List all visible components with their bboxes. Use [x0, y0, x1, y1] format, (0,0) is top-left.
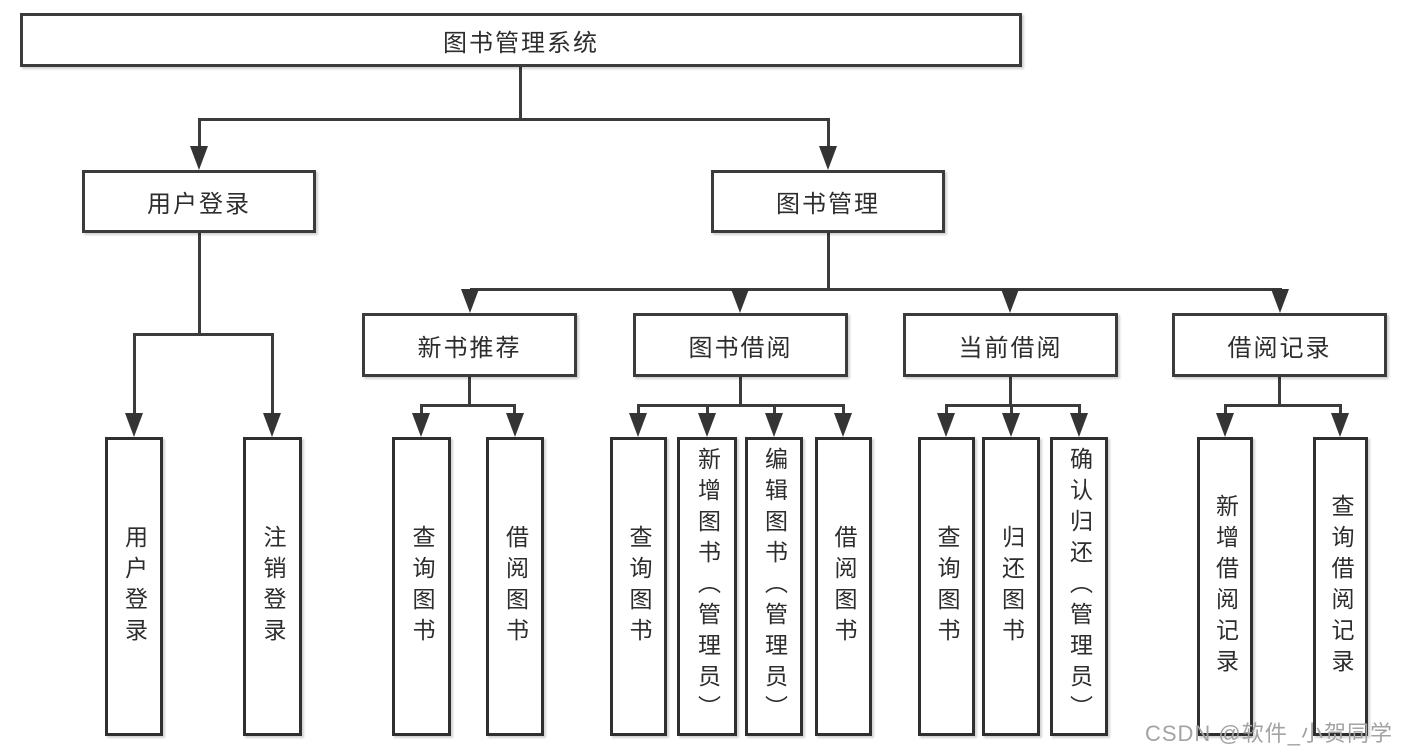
leaf-label: 确认归还（管理员） [1066, 447, 1093, 726]
node-label: 借阅记录 [1227, 334, 1332, 362]
connector-line [827, 118, 830, 149]
connector-line [1224, 404, 1227, 415]
node-book-borrow: 图书借阅 [633, 313, 848, 377]
leaf-borrow-books: 借阅图书 [815, 437, 872, 736]
connector-line [198, 118, 201, 149]
leaf-label: 借阅图书 [502, 524, 529, 649]
leaf-label: 借阅图书 [831, 524, 857, 649]
connector-line [842, 404, 845, 415]
csdn-watermark: CSDN @软件_小贺同学 [1144, 721, 1393, 746]
leaf-add-borrow-record: 新增借阅记录 [1197, 437, 1253, 736]
arrowhead-down-icon [461, 289, 479, 313]
connector-line [706, 404, 709, 415]
connector-line [827, 233, 830, 290]
node-label: 用户登录 [147, 191, 251, 218]
leaf-logout: 注销登录 [243, 437, 302, 736]
connector-line [1278, 377, 1281, 406]
leaf-label: 查询借阅记录 [1328, 493, 1354, 680]
leaf-query-books-current: 查询图书 [918, 437, 975, 736]
connector-line [637, 404, 640, 415]
connector-line [420, 404, 423, 415]
connector-line [1078, 404, 1081, 415]
node-current-borrow: 当前借阅 [903, 313, 1118, 377]
node-label: 图书管理 [776, 191, 880, 218]
connector-line [945, 404, 1081, 407]
connector-line [198, 233, 201, 335]
leaf-query-books-recommend: 查询图书 [392, 437, 451, 736]
node-label: 图书借阅 [688, 334, 793, 362]
connector-line [513, 404, 516, 415]
node-borrow-record: 借阅记录 [1172, 313, 1387, 377]
connector-line [470, 288, 1282, 291]
connector-line [637, 404, 845, 407]
arrowhead-down-icon [698, 413, 716, 437]
arrowhead-down-icon [1331, 413, 1349, 437]
arrowhead-down-icon [1001, 289, 1019, 313]
connector-line [1009, 377, 1012, 406]
connector-line [271, 333, 274, 415]
leaf-user-login: 用户登录 [105, 437, 163, 736]
leaf-query-books-borrow: 查询图书 [610, 437, 667, 736]
arrowhead-down-icon [263, 413, 281, 437]
connector-line [468, 377, 471, 406]
connector-line [133, 333, 136, 415]
leaf-add-books-admin: 新增图书（管理员） [677, 437, 737, 736]
leaf-borrow-books-recommend: 借阅图书 [486, 437, 544, 736]
leaf-label: 查询图书 [626, 524, 652, 649]
leaf-label: 编辑图书（管理员） [761, 447, 788, 726]
node-library-management-system: 图书管理系统 [20, 13, 1022, 67]
connector-line [1010, 404, 1013, 415]
arrowhead-down-icon [834, 413, 852, 437]
connector-line [420, 404, 516, 407]
connector-line [945, 404, 948, 415]
arrowhead-down-icon [1271, 289, 1289, 313]
leaf-label: 查询图书 [934, 524, 960, 649]
node-label: 当前借阅 [958, 334, 1063, 362]
arrowhead-down-icon [125, 413, 143, 437]
leaf-edit-books-admin: 编辑图书（管理员） [745, 437, 803, 736]
node-label: 新书推荐 [417, 334, 522, 362]
arrowhead-down-icon [765, 413, 783, 437]
connector-line [519, 67, 522, 120]
arrowhead-down-icon [629, 413, 647, 437]
leaf-return-books: 归还图书 [982, 437, 1040, 736]
arrowhead-down-icon [412, 413, 430, 437]
connector-line [773, 404, 776, 415]
arrowhead-down-icon [937, 413, 955, 437]
node-book-management: 图书管理 [711, 170, 945, 233]
arrowhead-down-icon [190, 146, 208, 170]
connector-line [198, 118, 830, 121]
leaf-label: 新增借阅记录 [1212, 493, 1239, 680]
arrowhead-down-icon [1070, 413, 1088, 437]
connector-line [1224, 404, 1342, 407]
leaf-query-borrow-record: 查询借阅记录 [1313, 437, 1368, 736]
leaf-label: 归还图书 [998, 524, 1025, 649]
node-label: 图书管理系统 [443, 29, 599, 57]
leaf-label: 新增图书（管理员） [694, 447, 721, 726]
node-new-book-recommend: 新书推荐 [362, 313, 577, 377]
leaf-label: 查询图书 [409, 524, 435, 649]
connector-line [1339, 404, 1342, 415]
arrowhead-down-icon [819, 146, 837, 170]
connector-line [133, 333, 274, 336]
leaf-confirm-return-admin: 确认归还（管理员） [1050, 437, 1108, 736]
leaf-label: 注销登录 [260, 524, 286, 649]
leaf-label: 用户登录 [121, 524, 148, 649]
connector-line [739, 377, 742, 406]
arrowhead-down-icon [731, 289, 749, 313]
arrowhead-down-icon [506, 413, 524, 437]
arrowhead-down-icon [1002, 413, 1020, 437]
node-user-login: 用户登录 [82, 170, 316, 233]
arrowhead-down-icon [1216, 413, 1234, 437]
